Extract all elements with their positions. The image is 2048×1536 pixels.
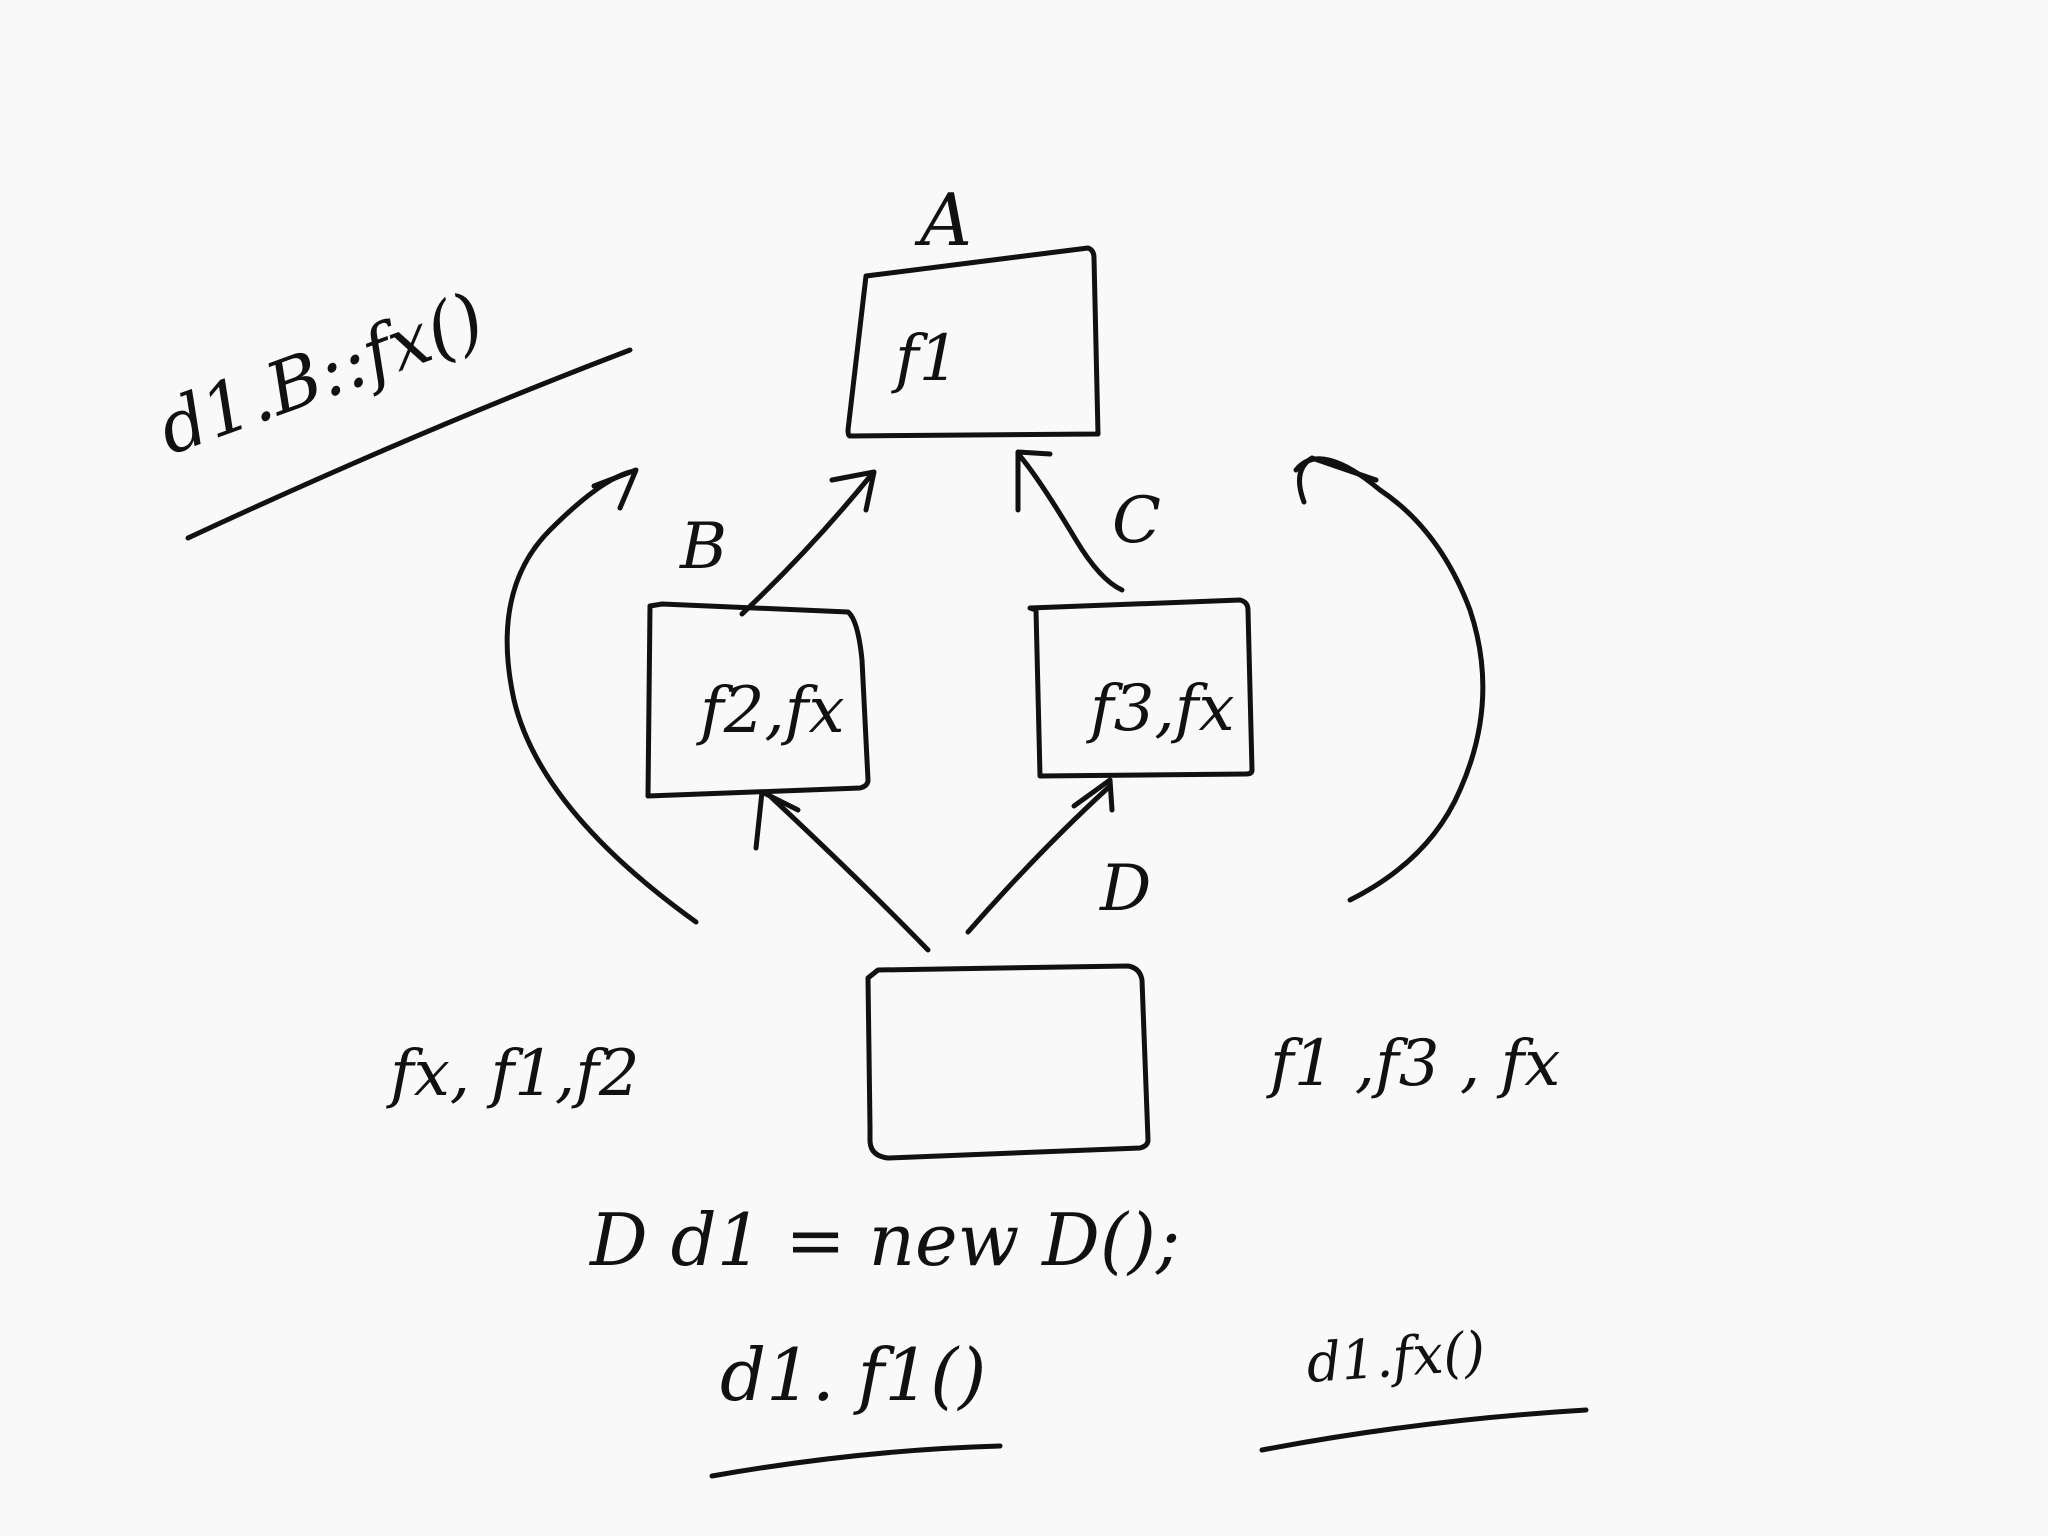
class-c-node: C f3,fx [1027,484,1255,779]
arrow-b-to-a [739,469,877,617]
class-c-members: f3,fx [1086,672,1235,746]
class-a-box [845,245,1101,439]
class-b-node: B f2,fx [645,510,871,799]
arrow-d-to-c-line [965,783,1113,935]
top-left-call-note: d1.B::fx() [147,276,495,471]
class-d-box [865,963,1151,1161]
class-a-members: f1 [891,322,959,396]
right-curve-head [1297,455,1379,505]
right-inherited-note: f1 ,f3 , fx [1266,1027,1560,1101]
arrow-c-to-a-head [1015,449,1053,513]
left-curve-arrow [504,467,699,925]
left-curve-head [591,467,639,511]
top-left-call-group: d1.B::fx() [147,276,633,541]
class-b-label: B [679,510,727,584]
bottom-right-call-note: d1.fx() [1305,1320,1488,1395]
arrow-c-to-a-line [1017,453,1125,593]
bottom-right-underline [1259,1407,1589,1453]
arrow-d-to-b [753,789,931,953]
bottom-left-call-group: d1. f1() [709,1333,1003,1479]
class-a-label: A [914,178,972,262]
class-d-label: D [1099,852,1151,926]
declaration-note: D d1 = new D(); [588,1198,1180,1282]
arrow-d-to-b-line [767,793,931,953]
arrow-b-to-a-head [829,469,877,513]
top-left-underline [185,347,633,541]
class-c-box [1027,597,1255,779]
arrow-d-to-c [965,777,1115,935]
arrow-c-to-a [1015,449,1125,593]
left-curve-line [504,469,699,925]
left-inherited-note: fx, f1,f2 [386,1037,640,1111]
arrow-d-to-c-head [1071,777,1115,813]
arrow-d-to-b-head [753,789,801,851]
arrow-b-to-a-line [739,471,875,617]
class-b-box [645,601,871,799]
bottom-left-underline [709,1443,1003,1479]
right-curve-line [1293,456,1486,903]
class-a-node: A f1 [845,178,1101,439]
bottom-right-call-group: d1.fx() [1259,1320,1589,1453]
bottom-left-call-note: d1. f1() [720,1333,986,1417]
class-c-label: C [1112,484,1161,558]
class-d-node: D [865,852,1151,1161]
class-b-members: f2,fx [696,674,845,748]
right-curve-arrow [1293,455,1486,903]
